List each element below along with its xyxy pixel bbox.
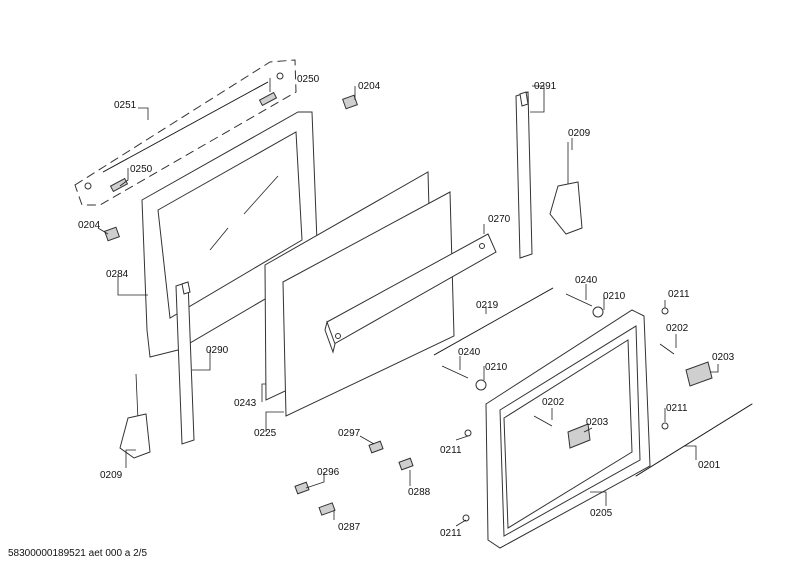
label-0209-left: 0209 bbox=[100, 470, 123, 481]
clip-0288 bbox=[398, 457, 414, 471]
endcap-0203-inner bbox=[567, 423, 591, 449]
label-0211-a: 0211 bbox=[668, 289, 690, 300]
clip-0204-left bbox=[104, 226, 120, 242]
label-0270: 0270 bbox=[488, 214, 511, 225]
label-0211-b: 0211 bbox=[666, 403, 688, 414]
pin-0202-right bbox=[659, 343, 675, 355]
label-0250-left: 0250 bbox=[130, 164, 153, 175]
document-code: 58300000189521 aet 000 a 2/5 bbox=[8, 548, 147, 559]
outer-door bbox=[485, 309, 651, 549]
label-0290: 0290 bbox=[206, 345, 229, 356]
label-0251: 0251 bbox=[114, 100, 137, 111]
plug-0211-d bbox=[462, 514, 470, 522]
plug-0211-c bbox=[464, 429, 472, 437]
label-0202-inner: 0202 bbox=[542, 397, 565, 408]
clip-0287 bbox=[318, 502, 336, 516]
label-0209-right: 0209 bbox=[568, 128, 591, 139]
label-0240-right: 0240 bbox=[575, 275, 598, 286]
label-0203-right: 0203 bbox=[712, 352, 735, 363]
label-0210-right: 0210 bbox=[603, 291, 626, 302]
label-0297: 0297 bbox=[338, 428, 361, 439]
label-0243: 0243 bbox=[234, 398, 257, 409]
label-0288: 0288 bbox=[408, 487, 431, 498]
label-0204-top: 0204 bbox=[358, 81, 381, 92]
clip-0296 bbox=[294, 481, 310, 495]
label-0203-inner: 0203 bbox=[586, 417, 609, 428]
clip-0204-top bbox=[342, 94, 358, 110]
label-0225: 0225 bbox=[254, 428, 277, 439]
label-0211-d: 0211 bbox=[440, 528, 462, 539]
label-0284: 0284 bbox=[106, 269, 129, 280]
plug-0211-a bbox=[661, 307, 669, 315]
label-0201: 0201 bbox=[698, 460, 721, 471]
endcap-0203-right bbox=[685, 361, 713, 387]
label-0211-c: 0211 bbox=[440, 445, 462, 456]
hinge-spring-left bbox=[119, 373, 151, 459]
label-0205: 0205 bbox=[590, 508, 613, 519]
label-0204-left: 0204 bbox=[78, 220, 101, 231]
label-0210-left: 0210 bbox=[485, 362, 508, 373]
glass-rail bbox=[324, 233, 497, 354]
plug-0211-b bbox=[661, 422, 669, 430]
screw-0240-right bbox=[565, 293, 593, 307]
part-labels: 0251 0250 0250 0204 0204 0284 0290 0209 … bbox=[78, 74, 735, 539]
label-0287: 0287 bbox=[338, 522, 361, 533]
hinge-spring-right bbox=[549, 142, 583, 235]
washer-0210-right bbox=[592, 306, 604, 318]
screw-0240-left bbox=[441, 365, 469, 379]
label-0240-left: 0240 bbox=[458, 347, 481, 358]
label-0250-top: 0250 bbox=[297, 74, 320, 85]
label-0219: 0219 bbox=[476, 300, 499, 311]
clip-0297 bbox=[368, 440, 384, 454]
pin-0202-inner bbox=[533, 415, 553, 427]
label-0296: 0296 bbox=[317, 467, 340, 478]
hinge-bracket-right bbox=[515, 91, 533, 259]
label-0291: 0291 bbox=[534, 81, 557, 92]
hinge-bracket-left bbox=[175, 281, 195, 445]
leader-lines bbox=[97, 78, 719, 527]
label-0202-right: 0202 bbox=[666, 323, 689, 334]
washer-0210-left bbox=[475, 379, 487, 391]
